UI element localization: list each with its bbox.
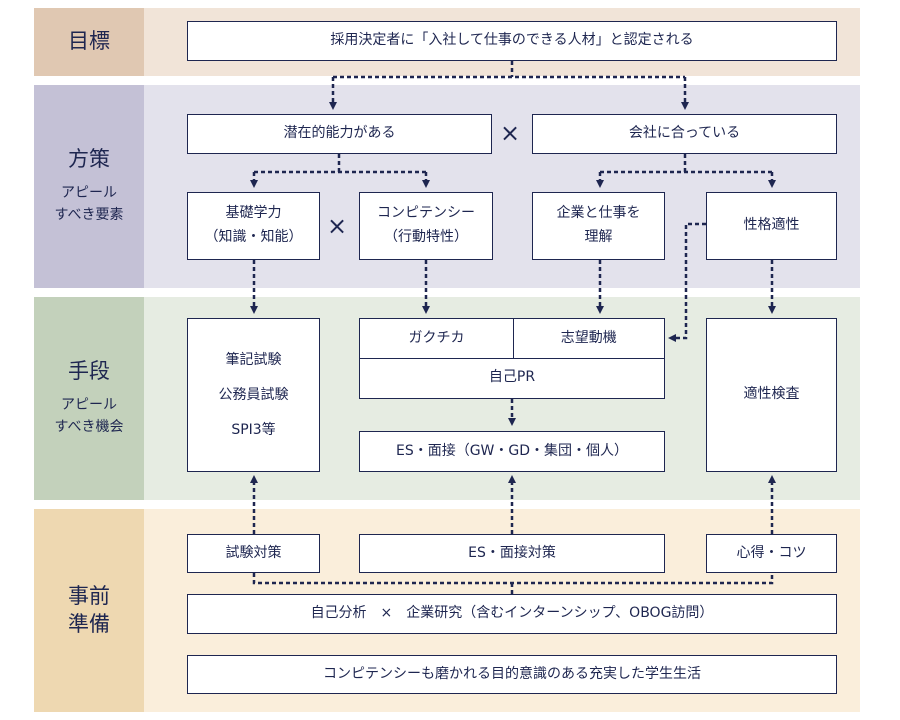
tips-text: 心得・コツ	[736, 544, 807, 561]
student-life-text: コンピテンシーも磨かれる目的意識のある充実した学生生活	[323, 665, 701, 682]
gakuchika-text: ガクチカ	[408, 329, 465, 346]
competency-line2: （行動特性）	[384, 229, 468, 245]
policy-label-sub1: アピール	[61, 184, 117, 201]
es-interview-text: ES・面接（GW・GD・集団・個人）	[395, 442, 629, 459]
prep-label-text1: 事前	[68, 584, 110, 609]
policy-label-text: 方策	[68, 147, 110, 172]
potential-text: 潜在的能力がある	[283, 125, 396, 142]
goal-box: 採用決定者に「入社して仕事のできる人材」と認定される	[187, 21, 837, 61]
self-analysis-box: 自己分析 × 企業研究（含むインターンシップ、OBOG訪問）	[187, 594, 837, 634]
policy-label: 方策 アピール すべき要素	[34, 85, 144, 288]
written-test-line1: 筆記試験	[225, 351, 282, 368]
written-test-line2: 公務員試験	[218, 386, 289, 403]
self-pr-box: 自己PR	[359, 357, 665, 399]
fit-box: 会社に合っている	[532, 114, 837, 154]
competency-line1: コンピテンシー	[377, 205, 475, 222]
tips-box: 心得・コツ	[706, 534, 837, 573]
goal-label: 目標	[34, 8, 144, 76]
motivation-box: 志望動機	[512, 318, 665, 359]
basic-ability-line1: 基礎学力	[225, 205, 282, 222]
self-pr-text: 自己PR	[488, 369, 536, 386]
student-life-box: コンピテンシーも磨かれる目的意識のある充実した学生生活	[187, 655, 837, 694]
aptitude-test-text: 適性検査	[743, 386, 800, 403]
goal-text: 採用決定者に「入社して仕事のできる人材」と認定される	[330, 32, 694, 49]
goal-label-text: 目標	[68, 29, 110, 54]
understanding-line2: 理解	[584, 229, 613, 245]
prep-label-text2: 準備	[68, 611, 110, 636]
fit-text: 会社に合っている	[628, 125, 741, 142]
means-label-sub1: アピール	[61, 396, 117, 413]
basic-ability-line2: （知識・知能）	[204, 229, 303, 245]
gakuchika-box: ガクチカ	[359, 318, 514, 359]
aptitude-box: 性格適性	[706, 192, 837, 260]
means-label: 手段 アピール すべき機会	[34, 297, 144, 500]
aptitude-test-box: 適性検査	[706, 318, 837, 472]
es-prep-text: ES・面接対策	[468, 544, 556, 561]
cross-symbol-mid: ×	[327, 212, 348, 240]
understanding-line1: 企業と仕事を	[556, 205, 641, 222]
exam-prep-box: 試験対策	[187, 534, 320, 573]
basic-ability-box: 基礎学力 （知識・知能）	[187, 192, 320, 260]
self-analysis-text: 自己分析 × 企業研究（含むインターンシップ、OBOG訪問）	[310, 605, 714, 622]
motivation-text: 志望動機	[560, 329, 617, 346]
aptitude-text: 性格適性	[743, 217, 800, 234]
policy-label-sub2: すべき要素	[54, 207, 124, 224]
es-prep-box: ES・面接対策	[359, 534, 665, 573]
competency-box: コンピテンシー （行動特性）	[359, 192, 493, 260]
prep-label: 事前 準備	[34, 509, 144, 712]
understanding-box: 企業と仕事を 理解	[532, 192, 665, 260]
cross-symbol-top: ×	[500, 119, 521, 147]
written-test-line3: SPI3等	[231, 421, 276, 438]
means-label-sub2: すべき機会	[54, 419, 124, 436]
exam-prep-text: 試験対策	[225, 544, 282, 561]
written-test-box: 筆記試験 公務員試験 SPI3等	[187, 318, 320, 472]
means-label-text: 手段	[68, 359, 110, 384]
es-interview-box: ES・面接（GW・GD・集団・個人）	[359, 431, 665, 472]
potential-box: 潜在的能力がある	[187, 114, 492, 154]
